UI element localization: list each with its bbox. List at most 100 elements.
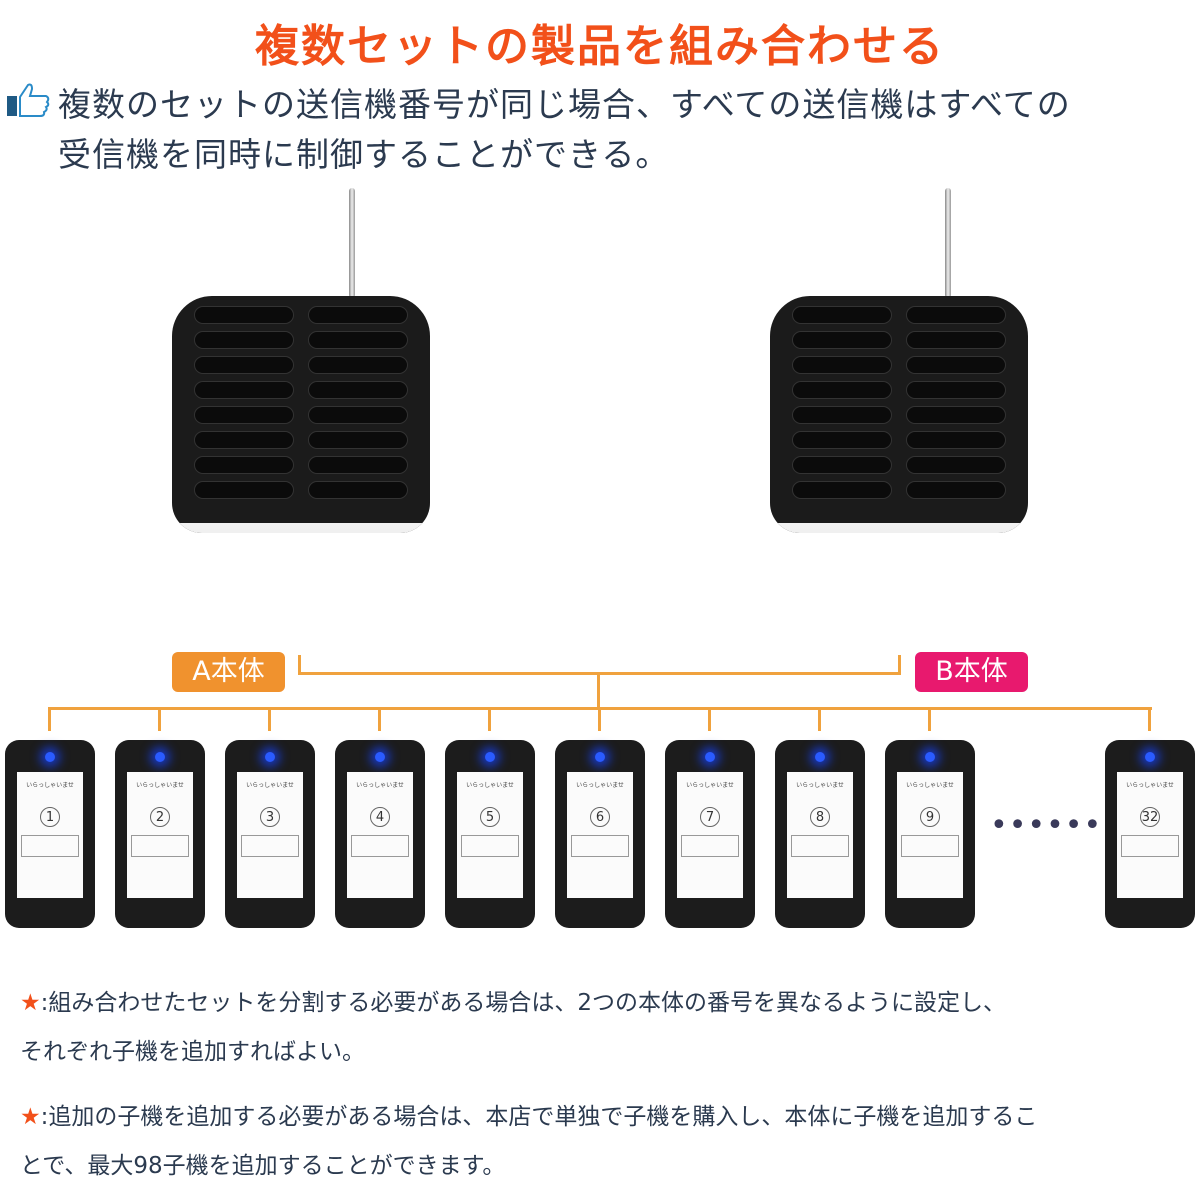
slot [308, 406, 408, 424]
pager-number: 9 [920, 807, 940, 827]
pager-number: 5 [480, 807, 500, 827]
pager: いらっしゃいませ 5 [445, 740, 535, 928]
pager-note [131, 835, 189, 857]
intro-line-1: 複数のセットの送信機番号が同じ場合、すべての送信機はすべての [58, 85, 1071, 124]
connector-line [598, 707, 601, 731]
led-icon [485, 752, 495, 762]
slot [194, 306, 294, 324]
slot [906, 456, 1006, 474]
page-title: 複数セットの製品を組み合わせる [255, 21, 945, 72]
slot [194, 431, 294, 449]
pager-note [461, 835, 519, 857]
note-1-line-2: それぞれ子機を追加すればよい。 [20, 1039, 365, 1065]
note-text: :追加の子機を追加する必要がある場合は、本店で単独で子機を購入し、本体に子機を追… [40, 1104, 1038, 1130]
slot [906, 381, 1006, 399]
slot [906, 481, 1006, 499]
led-icon [595, 752, 605, 762]
slot [308, 381, 408, 399]
pager-note [351, 835, 409, 857]
pager: いらっしゃいませ 7 [665, 740, 755, 928]
pager-screen: いらっしゃいませ 8 [787, 772, 853, 898]
pager-note [901, 835, 959, 857]
slot [792, 356, 892, 374]
pager-screen: いらっしゃいませ 32 [1117, 772, 1183, 898]
slot [308, 431, 408, 449]
slot [792, 431, 892, 449]
connector-line [928, 707, 931, 731]
slot [308, 306, 408, 324]
star-icon: ★ [20, 1104, 41, 1130]
pager-note [21, 835, 79, 857]
intro-line-2: 受信機を同時に制御することができる。 [58, 135, 670, 174]
pager-greeting: いらっしゃいませ [246, 782, 294, 789]
pager: いらっしゃいませ 3 [225, 740, 315, 928]
slot [308, 356, 408, 374]
note-1-line-1: ★:組み合わせたセットを分割する必要がある場合は、2つの本体の番号を異なるように… [20, 983, 1006, 1017]
slot [906, 431, 1006, 449]
note-text: :組み合わせたセットを分割する必要がある場合は、2つの本体の番号を異なるように設… [40, 990, 1007, 1016]
pager-greeting: いらっしゃいませ [1126, 782, 1174, 789]
slot [906, 406, 1006, 424]
pager-number: 3 [260, 807, 280, 827]
pager-note [571, 835, 629, 857]
pager-screen: いらっしゃいませ 9 [897, 772, 963, 898]
pager-greeting: いらっしゃいませ [576, 782, 624, 789]
pager-slots [194, 306, 408, 499]
pager-slots [792, 306, 1006, 499]
pager-number: 2 [150, 807, 170, 827]
note-2-line-2: とで、最大98子機を追加することができます。 [20, 1153, 506, 1179]
star-icon: ★ [20, 990, 41, 1016]
slot [792, 456, 892, 474]
slot [194, 381, 294, 399]
pager-greeting: いらっしゃいませ [906, 782, 954, 789]
note-2-line-1: ★:追加の子機を追加する必要がある場合は、本店で単独で子機を購入し、本体に子機を… [20, 1097, 1037, 1131]
slot [792, 406, 892, 424]
pager-note [681, 835, 739, 857]
led-icon [45, 752, 55, 762]
antenna [349, 188, 355, 298]
pager-note [1121, 835, 1179, 857]
pager-note [791, 835, 849, 857]
slot [792, 481, 892, 499]
slot [906, 331, 1006, 349]
led-icon [815, 752, 825, 762]
pager-number: 1 [40, 807, 60, 827]
slot [194, 356, 294, 374]
slot [906, 356, 1006, 374]
slot [792, 381, 892, 399]
control-panel: 01 123Del4560789Call [770, 523, 1028, 533]
pager: いらっしゃいませ 8 [775, 740, 865, 928]
base-b-label: B本体 [915, 652, 1028, 692]
pager-number: 7 [700, 807, 720, 827]
pager: いらっしゃいませ 32 [1105, 740, 1195, 928]
led-icon [925, 752, 935, 762]
led-icon [265, 752, 275, 762]
led-icon [375, 752, 385, 762]
pager-note [241, 835, 299, 857]
pager-greeting: いらっしゃいませ [686, 782, 734, 789]
pager-screen: いらっしゃいませ 3 [237, 772, 303, 898]
pager-greeting: いらっしゃいませ [796, 782, 844, 789]
led-icon [1145, 752, 1155, 762]
pager-screen: いらっしゃいませ 5 [457, 772, 523, 898]
thumbs-up-icon [7, 83, 50, 117]
led-icon [155, 752, 165, 762]
led-icon [705, 752, 715, 762]
slot [792, 306, 892, 324]
pager-number: 32 [1140, 807, 1160, 827]
pager-number: 8 [810, 807, 830, 827]
connector-line [898, 655, 901, 675]
ellipsis: •••••• [990, 808, 1103, 843]
slot [194, 331, 294, 349]
base-unit-a: 01 123Del4560789Call [172, 188, 430, 533]
connector-line [1148, 707, 1151, 731]
pager-screen: いらっしゃいませ 7 [677, 772, 743, 898]
pager-greeting: いらっしゃいませ [466, 782, 514, 789]
slot [308, 331, 408, 349]
